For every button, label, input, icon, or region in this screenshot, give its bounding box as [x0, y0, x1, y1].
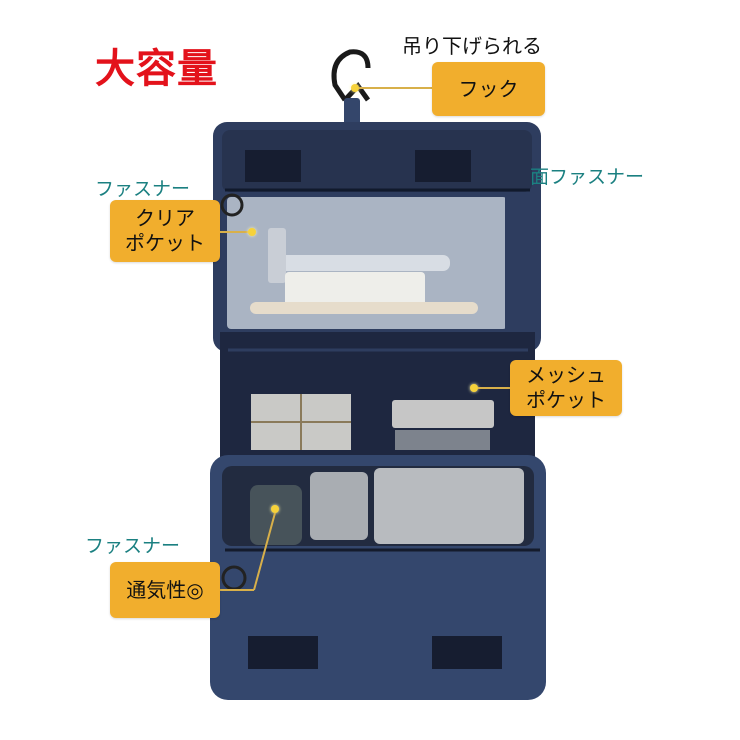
- zipper-bottom-label: ファスナー: [85, 535, 181, 557]
- velcro-patch: [432, 636, 502, 669]
- clear-pocket-tag: クリア ポケット: [110, 200, 220, 262]
- velcro-patch: [415, 150, 471, 182]
- mesh-pocket-tag: メッシュ ポケット: [510, 360, 622, 416]
- mesh-pocket-label-1: メッシュ: [526, 363, 606, 387]
- breathable-marker: [271, 505, 279, 513]
- hook-leader: [359, 87, 433, 89]
- toothpaste: [285, 272, 425, 306]
- velcro-label: 面ファスナー: [530, 166, 645, 188]
- hook-label: フック: [458, 76, 519, 101]
- mesh-pocket-leader: [478, 387, 511, 389]
- bottle: [392, 400, 494, 428]
- breathable-label: 通気性◎: [126, 577, 204, 602]
- hook-caption: 吊り下げられる: [402, 34, 542, 58]
- velcro-patch: [245, 150, 301, 182]
- breathable-tag: 通気性◎: [110, 562, 220, 618]
- zipper-top-label: ファスナー: [95, 178, 191, 200]
- hook-tag: フック: [432, 62, 545, 116]
- hook-marker: [351, 84, 359, 92]
- velcro-patch: [248, 636, 318, 669]
- clear-pocket-leader: [220, 231, 250, 233]
- razor: [270, 255, 450, 271]
- hook-icon: [331, 49, 371, 102]
- hook-strap: [344, 98, 360, 128]
- mesh-pocket-label-2: ポケット: [526, 388, 606, 412]
- clear-pocket-label-2: ポケット: [125, 231, 205, 255]
- clear-pocket-label-1: クリア: [135, 206, 195, 230]
- zipper-pull-icon: [220, 193, 244, 217]
- mesh-pocket-marker: [470, 384, 478, 392]
- toothbrush: [250, 302, 478, 314]
- clear-pocket-marker: [248, 228, 256, 236]
- headline: 大容量: [95, 46, 218, 92]
